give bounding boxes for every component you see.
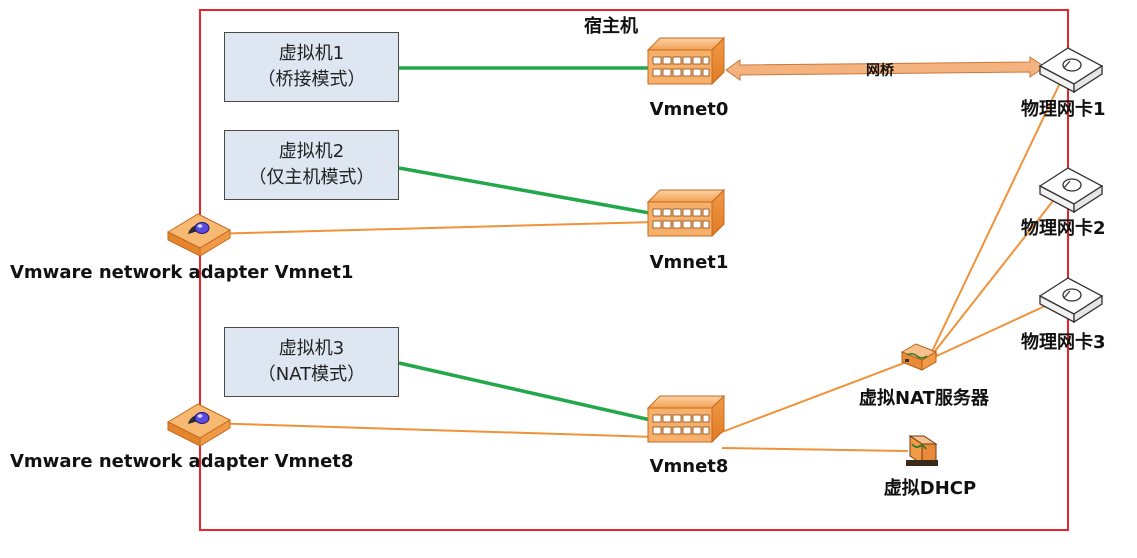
nic3-label: 物理网卡3	[1021, 332, 1106, 353]
link-vm2-vmnet1	[398, 166, 656, 216]
link-adapter1-vmnet1	[205, 221, 656, 235]
vm2-name: 虚拟机2	[278, 141, 345, 162]
nat-router-icon	[901, 343, 937, 371]
link-vmnet8-dhcp	[721, 447, 909, 452]
vm1-mode: （桥接模式）	[257, 69, 366, 90]
link-adapter8-vmnet8	[205, 422, 656, 438]
nic2-label: 物理网卡2	[1021, 218, 1106, 239]
dhcp-label: 虚拟DHCP	[883, 478, 977, 499]
link-vm3-vmnet8	[398, 361, 656, 423]
link-nat-nic2	[927, 191, 1061, 361]
physical-nic1-icon	[1039, 47, 1103, 93]
vm1-name: 虚拟机1	[278, 43, 345, 64]
host-boundary	[199, 9, 1069, 531]
vm3-box: 虚拟机3 （NAT模式）	[224, 327, 399, 397]
link-nat-nic3	[927, 299, 1059, 361]
vmnet0-switch-icon	[647, 37, 725, 85]
dhcp-server-icon	[905, 435, 939, 467]
vmnet0-label: Vmnet0	[649, 99, 729, 120]
vmnet1-switch-icon	[647, 189, 725, 237]
host-title: 宿主机	[584, 16, 638, 37]
vmnet1-label: Vmnet1	[649, 252, 729, 273]
link-nat-nic1	[927, 82, 1061, 361]
nat-server-label: 虚拟NAT服务器	[859, 388, 989, 409]
vm3-name: 虚拟机3	[278, 338, 345, 359]
adapter-vmnet1-label: Vmware network adapter Vmnet1	[10, 262, 354, 283]
vm3-mode: （NAT模式）	[257, 364, 366, 385]
nic1-label: 物理网卡1	[1021, 99, 1106, 120]
vmnet1-adapter-icon	[167, 213, 231, 257]
physical-nic3-icon	[1039, 277, 1103, 323]
adapter-vmnet8-label: Vmware network adapter Vmnet8	[10, 451, 354, 472]
vmnet8-adapter-icon	[167, 403, 231, 447]
vm2-box: 虚拟机2 （仅主机模式）	[224, 130, 399, 200]
link-vmnet8-nat	[721, 359, 913, 433]
vm1-box: 虚拟机1 （桥接模式）	[224, 32, 399, 102]
vm2-mode: （仅主机模式）	[248, 167, 375, 188]
bridge-label: 网桥	[866, 63, 894, 79]
vmnet8-label: Vmnet8	[649, 456, 729, 477]
vmnet8-switch-icon	[647, 395, 725, 443]
